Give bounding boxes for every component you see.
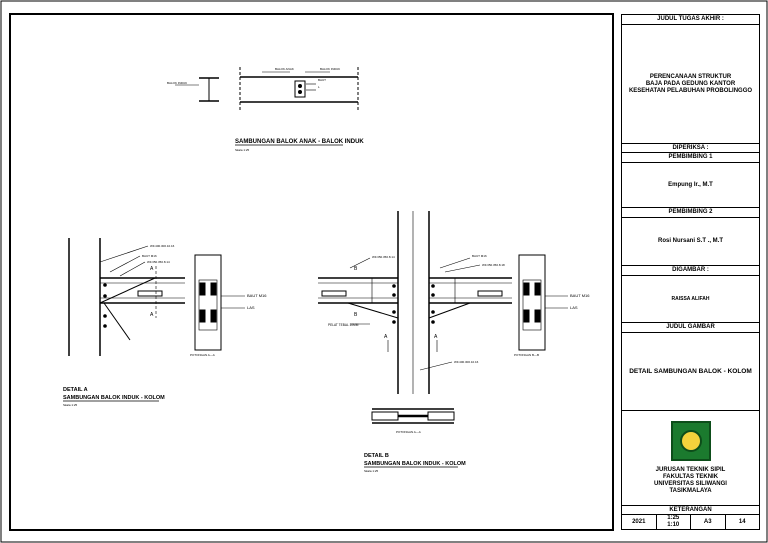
detail-b-title-1: DETAIL B xyxy=(364,453,389,459)
b-section-mark-a2: A xyxy=(434,334,438,340)
b-section-mark-b2: B xyxy=(354,312,358,318)
project-title-line-2: BAJA PADA GEDUNG KANTOR xyxy=(645,80,736,87)
b-label-wf350-right: WF.350.350.8.18 xyxy=(482,263,505,267)
label-balok-induk: BALOK INDUK xyxy=(167,81,187,85)
tb-drawing-title: DETAIL SAMBUNGAN BALOK - KOLOM xyxy=(622,333,759,411)
detail-a-title-1: DETAIL A xyxy=(63,387,88,393)
tb-checked-label: DIPERIKSA : xyxy=(622,144,759,153)
university-logo-icon xyxy=(670,421,711,461)
detail-a xyxy=(68,238,245,356)
detail-b xyxy=(318,211,568,424)
detail-a-title-2: SAMBUNGAN BALOK INDUK - KOLOM xyxy=(63,395,165,401)
label-balok-anak: BALOK ANAK xyxy=(275,67,294,71)
tb-supervisor2-name: Rosi Nursani S.T ., M.T xyxy=(622,218,759,266)
b-section-caption-a: POTONGAN A—A xyxy=(396,430,421,434)
institution-line-3: UNIVERSITAS SILIWANGI xyxy=(654,481,727,487)
project-title-line-1: PERENCANAAN STRUKTUR xyxy=(649,73,732,80)
title-block: JUDUL TUGAS AKHIR : PERENCANAAN STRUKTUR… xyxy=(621,14,760,530)
a-side-las: LAS xyxy=(247,305,255,310)
scale-1: 1:25 xyxy=(667,515,680,521)
a-section-mark-bottom: A xyxy=(150,312,154,318)
tb-header: JUDUL TUGAS AKHIR : xyxy=(622,15,759,25)
institution-line-1: JURUSAN TEKNIK SIPIL xyxy=(655,467,726,473)
label-baut: BAUT xyxy=(318,78,326,82)
tb-footer: 2021 1:25 1:10 A3 14 xyxy=(622,515,759,529)
b-section-caption-b: POTONGAN B—B xyxy=(514,353,539,357)
b-side-baut: BAUT M16 xyxy=(570,293,590,298)
detail-b-scale: Skala 1:25 xyxy=(364,469,379,473)
tb-drawing-title-label: JUDUL GAMBAR xyxy=(622,323,759,333)
tb-year: 2021 xyxy=(622,515,657,529)
top-scale-note: Skala 1:25 xyxy=(235,148,250,152)
label-l: L xyxy=(318,85,320,89)
b-side-las: LAS xyxy=(570,305,578,310)
drawing-frame xyxy=(9,13,614,531)
tb-supervisor1-name: Empung Ir., M.T xyxy=(622,163,759,208)
a-section-caption: POTONGAN A—A xyxy=(190,353,215,357)
tb-institution: JURUSAN TEKNIK SIPIL FAKULTAS TEKNIK UNI… xyxy=(622,411,759,506)
institution-line-4: TASIKMALAYA xyxy=(669,488,712,494)
scale-2: 1:10 xyxy=(667,522,680,528)
a-section-mark-top: A xyxy=(150,266,154,272)
top-detail xyxy=(175,67,359,110)
tb-scale: 1:25 1:10 xyxy=(657,515,691,529)
b-section-mark-a1: A xyxy=(384,334,388,340)
tb-notes-label: KETERANGAN xyxy=(622,506,759,515)
tb-sheet-no: 14 xyxy=(738,518,746,525)
b-plate-label: PELAT TEBAL 10MM xyxy=(328,323,359,327)
tb-drawn-name: RAISSA ALIFAH xyxy=(622,276,759,323)
project-title-line-3: KESEHATAN PELABUHAN PROBOLINGGO xyxy=(628,87,753,94)
a-label-wf350: WF.350.350.8.14 xyxy=(147,260,170,264)
tb-project-title: PERENCANAAN STRUKTUR BAJA PADA GEDUNG KA… xyxy=(622,25,759,144)
top-detail-title: SAMBUNGAN BALOK ANAK - BALOK INDUK xyxy=(235,139,364,145)
b-label-wf350-left: WF.350.350.8.14 xyxy=(372,255,395,259)
label-balok-induk-2: BALOK INDUK xyxy=(320,67,340,71)
institution-line-2: FAKULTAS TEKNIK xyxy=(662,474,719,480)
detail-b-title-2: SAMBUNGAN BALOK INDUK - KOLOM xyxy=(364,461,466,467)
b-label-wf400: WF.400.300.10.16 xyxy=(454,360,479,364)
b-label-baut: BAUT M16 xyxy=(472,254,487,258)
b-section-mark-b1: B xyxy=(354,266,358,272)
tb-supervisor2-label: PEMBIMBING 2 xyxy=(622,208,759,218)
tb-paper: A3 xyxy=(691,515,726,529)
a-side-baut: BAUT M16 xyxy=(247,293,267,298)
a-label-wf400: WF.400.300.10.16 xyxy=(150,244,175,248)
tb-supervisor1-label: PEMBIMBING 1 xyxy=(622,153,759,163)
detail-a-scale: Skala 1:25 xyxy=(63,403,78,407)
tb-drawn-label: DIGAMBAR : xyxy=(622,266,759,276)
a-label-baut: BAUT M16 xyxy=(142,254,157,258)
